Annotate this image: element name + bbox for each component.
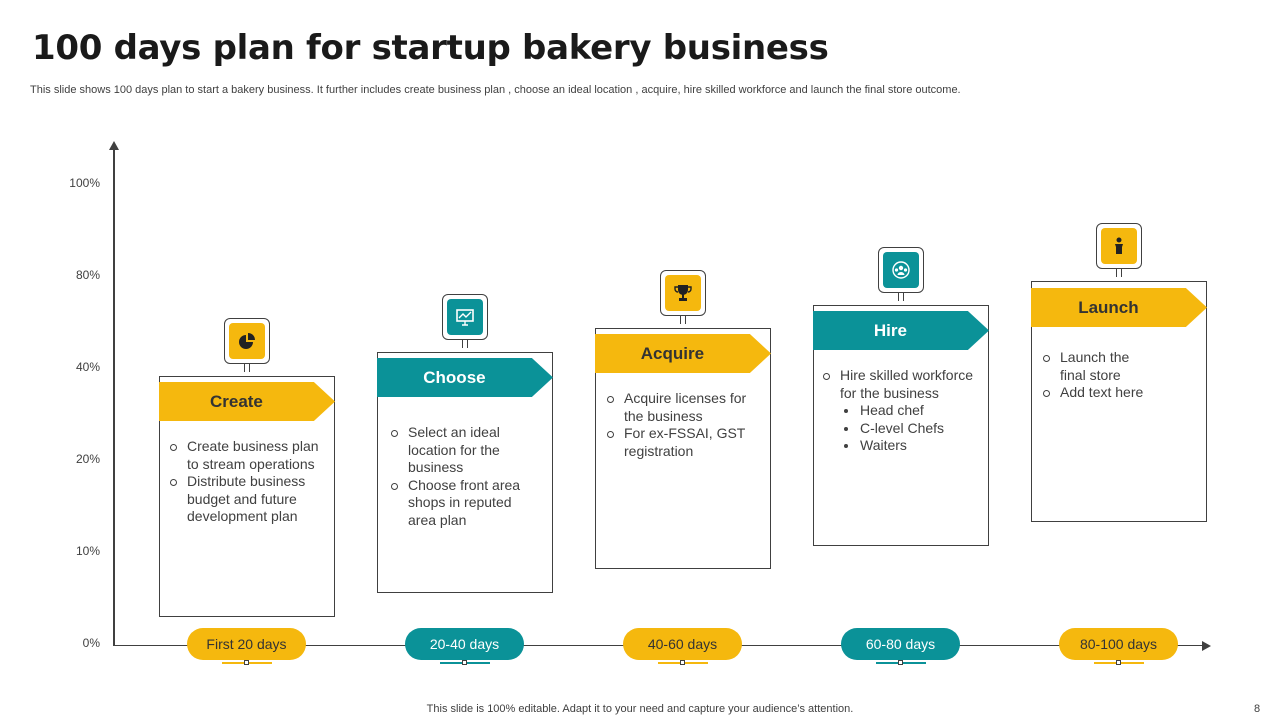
list-item: Add text here <box>1042 384 1192 402</box>
list-subitem: Head chef <box>822 402 982 420</box>
icon-connector <box>1116 267 1122 277</box>
stage-label: Choose <box>423 368 486 387</box>
timeline-dot <box>898 660 903 665</box>
stage-label: Hire <box>873 321 907 340</box>
timeline-pill: 60-80 days <box>841 628 960 660</box>
icon-connector <box>898 291 904 301</box>
icon-frame <box>1096 223 1142 269</box>
timeline-pill: First 20 days <box>187 628 306 660</box>
pie-chart-icon <box>229 323 265 359</box>
list-subitem: C-level Chefs <box>822 420 982 438</box>
icon-connector <box>462 338 468 348</box>
presentation-board-icon <box>447 299 483 335</box>
y-tick-label: 20% <box>75 452 100 466</box>
list-item: Acquire licenses for the business <box>606 390 761 425</box>
stage-banner: Hire <box>813 311 989 350</box>
team-icon <box>883 252 919 288</box>
timeline-dot <box>462 660 467 665</box>
stage-items: Acquire licenses for the business For ex… <box>606 390 761 460</box>
icon-frame <box>878 247 924 293</box>
stage-label: Create <box>209 392 263 411</box>
slide-title: 100 days plan for startup bakery busines… <box>32 28 829 68</box>
y-axis-line <box>113 150 115 645</box>
icon-frame <box>442 294 488 340</box>
stage-banner: Choose <box>377 358 553 397</box>
list-item: Launch the final store <box>1042 349 1192 384</box>
stage-banner: Create <box>159 382 335 421</box>
stage-label: Launch <box>1078 298 1139 317</box>
icon-connector <box>244 362 250 372</box>
timeline-dot <box>244 660 249 665</box>
stage-items: Create business plan to stream operation… <box>169 438 329 526</box>
slide-subtitle: This slide shows 100 days plan to start … <box>30 84 961 96</box>
timeline-pill: 40-60 days <box>623 628 742 660</box>
y-tick-label: 0% <box>82 636 100 650</box>
list-item: Choose front area shops in reputed area … <box>390 477 540 530</box>
timeline-dot <box>680 660 685 665</box>
y-axis-arrow <box>109 141 119 150</box>
stage-label: Acquire <box>640 344 705 363</box>
stage-items: Launch the final store Add text here <box>1042 349 1192 402</box>
stage-items: Select an ideal location for the busines… <box>390 424 540 529</box>
y-tick-label: 100% <box>69 176 100 190</box>
slide-footer: This slide is 100% editable. Adapt it to… <box>426 703 854 715</box>
stage-banner: Launch <box>1031 288 1207 327</box>
y-tick-label: 40% <box>75 360 100 374</box>
list-item: Select an ideal location for the busines… <box>390 424 540 477</box>
icon-connector <box>680 314 686 324</box>
list-item: Distribute business budget and future de… <box>169 473 329 526</box>
list-item: For ex-FSSAI, GST registration <box>606 425 761 460</box>
timeline-pill: 80-100 days <box>1059 628 1178 660</box>
list-subitem: Waiters <box>822 437 982 455</box>
list-item: Hire skilled workforce for the business <box>822 367 982 402</box>
page-number: 8 <box>1254 703 1261 715</box>
timeline-dot <box>1116 660 1121 665</box>
icon-frame <box>224 318 270 364</box>
x-axis-arrow <box>1202 640 1211 651</box>
y-tick-label: 80% <box>75 268 100 282</box>
list-item: Create business plan to stream operation… <box>169 438 329 473</box>
icon-frame <box>660 270 706 316</box>
timeline-pill: 20-40 days <box>405 628 524 660</box>
stage-banner: Acquire <box>595 334 771 373</box>
stage-items: Hire skilled workforce for the business … <box>822 367 982 455</box>
speaker-podium-icon <box>1101 228 1137 264</box>
y-tick-label: 10% <box>75 544 100 558</box>
trophy-icon <box>665 275 701 311</box>
